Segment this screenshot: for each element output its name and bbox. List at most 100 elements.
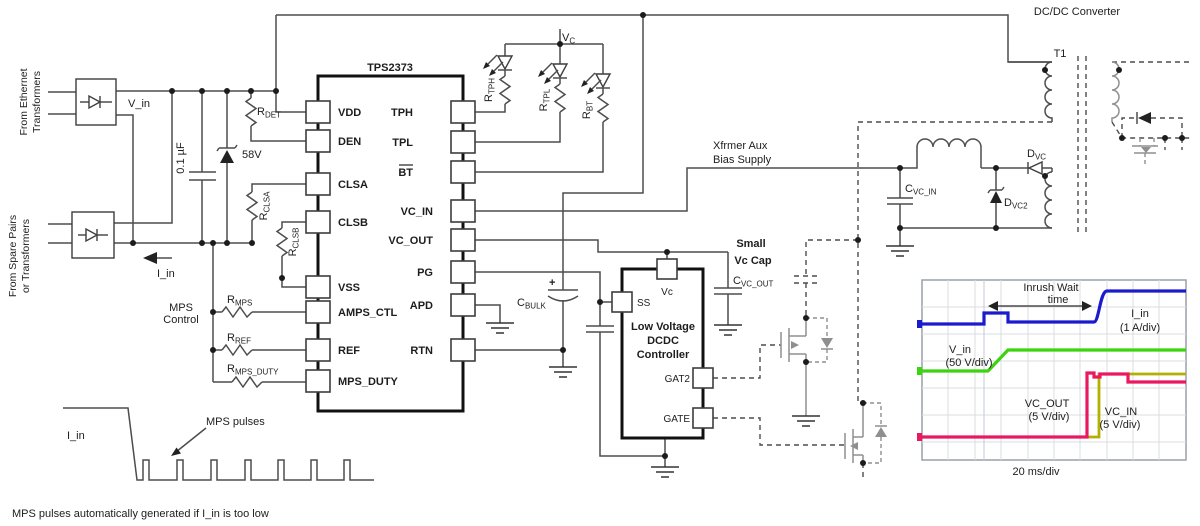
caption: MPS pulses automatically generated if I_… <box>12 508 269 520</box>
svg-text:RCLSA: RCLSA <box>258 191 272 221</box>
aux-inductor <box>916 138 982 148</box>
trace-iin <box>922 289 1186 326</box>
label-xfrmer-1: Xfrmer Aux <box>713 140 768 152</box>
svg-text:PG: PG <box>417 267 433 279</box>
svg-text:RTPL: RTPL <box>538 88 552 111</box>
ch2-marker <box>917 367 922 375</box>
chip-pin-labels: VDD DEN CLSA CLSB VSS AMPS_CTL REF MPS_D… <box>338 107 433 388</box>
svg-text:MPS_DUTY: MPS_DUTY <box>338 376 399 388</box>
svg-text:From Ethernet: From Ethernet <box>18 68 30 135</box>
svg-text:DVC2: DVC2 <box>1004 197 1028 211</box>
svg-text:VSS: VSS <box>338 282 360 294</box>
svg-text:Transformers: Transformers <box>31 71 43 133</box>
bridge-rectifier-spare <box>71 211 115 259</box>
input-capacitor <box>189 171 216 181</box>
led-branches <box>483 54 612 123</box>
svg-text:Low Voltage: Low Voltage <box>631 321 695 333</box>
svg-text:(50 V/div): (50 V/div) <box>945 357 992 369</box>
svg-text:CLSA: CLSA <box>338 179 368 191</box>
label-vin: V_in <box>128 98 150 110</box>
dvc-diode <box>1027 160 1043 176</box>
svg-text:CVC_OUT: CVC_OUT <box>733 275 774 289</box>
svg-text:RTPH: RTPH <box>483 78 497 102</box>
trace-vin <box>922 348 1186 373</box>
ch1-marker <box>917 320 922 328</box>
svg-text:APD: APD <box>410 300 433 312</box>
label-iin: I_in <box>157 268 175 280</box>
text-labels: From Ethernet Transformers From Spare Pa… <box>7 6 1120 520</box>
svg-text:VDD: VDD <box>338 107 361 119</box>
dcdc-controller: Low Voltage DCDC Controller SS Vc GAT2 G… <box>611 258 714 440</box>
svg-text:V_in: V_in <box>949 344 971 356</box>
zener-58v <box>216 144 238 163</box>
label-dcdc-converter: DC/DC Converter <box>1034 6 1121 18</box>
svg-text:BT: BT <box>398 167 413 179</box>
mosfet-gate <box>844 402 887 464</box>
svg-text:DEN: DEN <box>338 136 361 148</box>
label-xfrmer-2: Bias Supply <box>713 154 772 166</box>
svg-text:or Transformers: or Transformers <box>20 219 32 293</box>
time-label: time <box>1048 294 1069 306</box>
svg-text:TPL: TPL <box>392 137 413 149</box>
svg-text:GAT2: GAT2 <box>665 374 691 385</box>
pg-ss-capacitor <box>586 325 614 333</box>
svg-text:RDET: RDET <box>257 106 281 120</box>
svg-text:RBT: RBT <box>581 101 595 119</box>
cvcout-capacitor <box>714 287 742 295</box>
svg-text:CBULK: CBULK <box>517 297 547 311</box>
timebase-label: 20 ms/div <box>1012 466 1060 478</box>
label-from-ethernet: From Ethernet Transformers <box>18 68 43 135</box>
svg-text:RMPS_DUTY: RMPS_DUTY <box>227 363 279 377</box>
svg-text:Controller: Controller <box>637 349 690 361</box>
t1-transformer <box>1042 56 1122 234</box>
bulk-capacitor <box>547 289 579 302</box>
bridge-rectifier-ethernet <box>75 78 117 126</box>
junction-dots <box>130 12 1185 466</box>
mosfet-gat2 <box>780 317 833 416</box>
label-input-cap: 0.1 µF <box>175 142 187 174</box>
svg-text:(5 V/div): (5 V/div) <box>1029 411 1070 423</box>
svg-text:RTN: RTN <box>410 345 433 357</box>
svg-text:REF: REF <box>338 345 360 357</box>
label-iin-wave: I_in <box>67 430 85 442</box>
svg-text:Vc Cap: Vc Cap <box>734 255 772 267</box>
svg-text:CVC_IN: CVC_IN <box>905 183 937 197</box>
svg-text:VC_OUT: VC_OUT <box>1025 398 1070 410</box>
svg-text:Vc: Vc <box>661 287 673 298</box>
label-zener: 58V <box>242 149 262 161</box>
cvcin-capacitor <box>887 197 913 205</box>
svg-text:VC_IN: VC_IN <box>401 206 433 218</box>
secondary-rectifier <box>1132 112 1158 165</box>
svg-text:TPH: TPH <box>391 107 413 119</box>
iin-arrow <box>143 252 172 264</box>
tps2373-chip: TPS2373 VDD DEN CLSA CLSB VSS AMPS_CTL R… <box>305 62 476 413</box>
label-mps-pulses: MPS pulses <box>206 416 265 428</box>
dvc2-zener <box>987 186 1005 203</box>
svg-text:Small: Small <box>736 238 765 250</box>
ch3-marker <box>917 433 922 441</box>
trace-vcout <box>922 371 1186 439</box>
label-t1: T1 <box>1054 48 1067 60</box>
svg-text:RCLSB: RCLSB <box>287 228 301 257</box>
svg-text:DCDC: DCDC <box>647 335 679 347</box>
svg-text:CLSB: CLSB <box>338 217 368 229</box>
iin-pulse-waveform <box>63 407 374 481</box>
svg-text:GATE: GATE <box>664 414 691 425</box>
svg-text:(5 V/div): (5 V/div) <box>1100 419 1141 431</box>
svg-text:RREF: RREF <box>227 332 251 346</box>
svg-text:Control: Control <box>163 314 198 326</box>
svg-text:MPS: MPS <box>169 302 193 314</box>
mps-pulses-arrow <box>171 427 207 456</box>
svg-text:I_in: I_in <box>1131 308 1149 320</box>
svg-text:(1 A/div): (1 A/div) <box>1120 322 1160 334</box>
svg-text:RMPS: RMPS <box>227 294 252 308</box>
snubber-capacitor <box>794 275 818 284</box>
svg-text:+: + <box>549 277 555 289</box>
oscilloscope: Inrush Wait time I_in (1 A/div) V_in (50… <box>917 279 1187 478</box>
svg-text:DVC: DVC <box>1027 148 1046 162</box>
svg-text:SS: SS <box>637 298 651 309</box>
chip-title: TPS2373 <box>367 62 413 74</box>
inrush-wait-label: Inrush Wait <box>1023 282 1078 294</box>
label-from-spare: From Spare Pairs or Transformers <box>7 215 32 297</box>
